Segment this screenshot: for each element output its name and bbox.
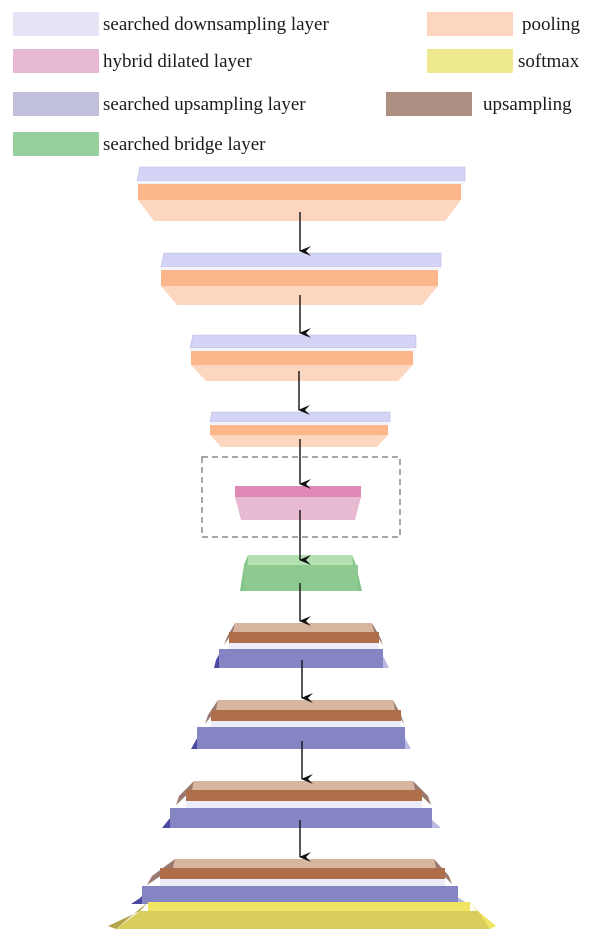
upsampling-layer-1-top xyxy=(233,623,374,632)
upsampling-layer-3-top xyxy=(192,781,415,790)
legend-label-pooling: pooling xyxy=(522,14,581,35)
searched-upsampling-layer-2-front xyxy=(197,727,405,749)
legend-item-pooling: pooling xyxy=(427,12,581,36)
searched-upsampling-layer-2-top xyxy=(211,721,401,727)
legend-label-upsampling: upsampling xyxy=(483,94,572,115)
legend-swatch-searched-upsampling xyxy=(13,92,99,116)
searched-upsampling-layer-4-top xyxy=(160,879,445,886)
upsampling-layer-3-left-face xyxy=(176,781,194,805)
hybrid-dilated-layer-top xyxy=(235,486,361,497)
encoder-block-2 xyxy=(160,252,442,305)
searched-upsampling-layer-1-top xyxy=(229,643,379,649)
legend-swatch-searched-bridge xyxy=(13,132,99,156)
searched-downsampling-layer-3 xyxy=(189,334,417,349)
pooling-layer-4-front xyxy=(210,435,388,447)
encoder-block-1 xyxy=(136,166,466,221)
legend-label-searched-upsampling: searched upsampling layer xyxy=(103,94,306,115)
legend-label-hybrid-dilated: hybrid dilated layer xyxy=(103,51,252,72)
encoder-block-3 xyxy=(189,334,417,381)
decoder-block-4 xyxy=(108,859,496,929)
legend-item-searched-bridge: searched bridge layer xyxy=(13,132,266,156)
pooling-layer-1-top xyxy=(138,184,461,200)
searched-downsampling-layer-4-edge xyxy=(210,422,390,425)
searched-downsampling-layer-2 xyxy=(160,252,442,268)
searched-upsampling-layer-1-front xyxy=(219,649,383,668)
legend-item-upsampling: upsampling xyxy=(386,92,572,116)
upsampling-layer-2-front xyxy=(211,710,401,721)
searched-upsampling-layer-3-top xyxy=(186,801,422,808)
legend-swatch-hybrid-dilated xyxy=(13,49,99,73)
legend-item-hybrid-dilated: hybrid dilated layer xyxy=(13,49,252,73)
searched-bridge-layer xyxy=(240,555,362,591)
upsampling-layer-4-top xyxy=(173,859,436,868)
searched-upsampling-layer-4-left-face xyxy=(131,886,152,904)
pooling-layer-1-front xyxy=(138,200,461,221)
softmax-layer-front xyxy=(116,911,490,929)
legend-item-softmax: softmax xyxy=(427,49,580,73)
legend-label-softmax: softmax xyxy=(518,51,580,72)
legend-item-searched-upsampling: searched upsampling layer xyxy=(13,92,306,116)
flow-arrows xyxy=(298,212,313,862)
legend-item-searched-downsampling: searched downsampling layer xyxy=(13,12,329,36)
hybrid-dilated-layer xyxy=(235,486,361,520)
pooling-layer-3-front xyxy=(191,365,413,381)
legend-swatch-softmax xyxy=(427,49,513,73)
softmax-layer-right-face xyxy=(470,902,496,929)
hybrid-dilated-dashed-box xyxy=(201,456,401,538)
upsampling-layer-1-front xyxy=(229,632,379,643)
searched-downsampling-layer-4 xyxy=(209,411,391,423)
upsampling-layer-2-top xyxy=(216,700,395,710)
upsampling-layer-3-front xyxy=(186,790,422,801)
legend-label-searched-bridge: searched bridge layer xyxy=(103,134,266,155)
hybrid-dilated-layer-front xyxy=(235,497,361,520)
softmax-layer-top xyxy=(148,902,470,911)
legend: searched downsampling layer pooling hybr… xyxy=(13,12,581,156)
pooling-layer-3-top xyxy=(191,351,413,365)
upsampling-layer-4-front xyxy=(160,868,445,879)
softmax-layer-left-face xyxy=(108,902,148,929)
legend-label-searched-downsampling: searched downsampling layer xyxy=(103,14,329,35)
searched-downsampling-layer-1 xyxy=(136,166,466,182)
searched-downsampling-layer-3-edge xyxy=(190,348,416,351)
searched-bridge-layer-front xyxy=(244,565,358,591)
decoder-block-1 xyxy=(214,623,389,668)
searched-upsampling-layer-4-front xyxy=(142,886,458,904)
decoder-block-3 xyxy=(162,781,441,828)
searched-upsampling-layer-3-front xyxy=(170,808,432,828)
searched-downsampling-layer-1-edge xyxy=(137,181,465,184)
searched-downsampling-layer-2-edge xyxy=(161,267,441,270)
encoder-block-4 xyxy=(209,411,391,447)
legend-swatch-pooling xyxy=(427,12,513,36)
legend-swatch-upsampling xyxy=(386,92,472,116)
pooling-layer-2-top xyxy=(161,270,438,286)
pooling-layer-4-top xyxy=(210,425,388,435)
decoder-block-2 xyxy=(191,700,411,749)
legend-swatch-searched-downsampling xyxy=(13,12,99,36)
